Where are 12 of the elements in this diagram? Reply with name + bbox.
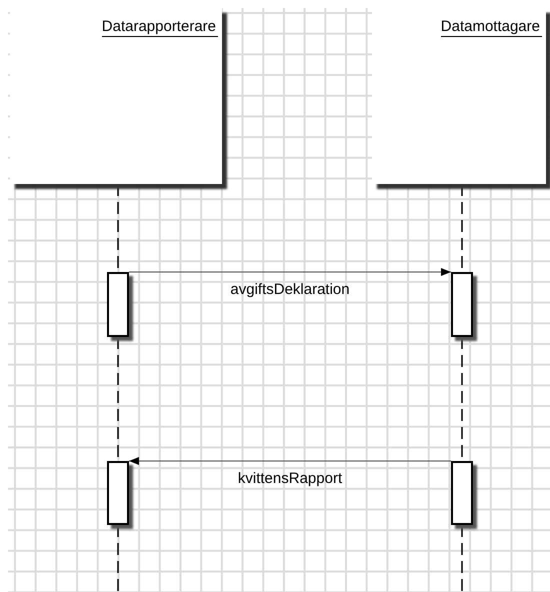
message-label: kvittensRapport xyxy=(238,470,342,487)
participant-name: Datarapporterare xyxy=(102,18,218,37)
message-arrow xyxy=(128,457,452,465)
activation-bar xyxy=(451,461,473,525)
message-arrow xyxy=(128,268,452,276)
lifeline xyxy=(117,525,119,592)
message-label: avgiftsDeklaration xyxy=(230,281,350,298)
activation-bar xyxy=(107,272,129,337)
activation-bar xyxy=(107,461,129,525)
activation-bar xyxy=(451,272,473,337)
participant-name: Datamottagare xyxy=(440,18,542,37)
lifeline xyxy=(461,525,463,592)
